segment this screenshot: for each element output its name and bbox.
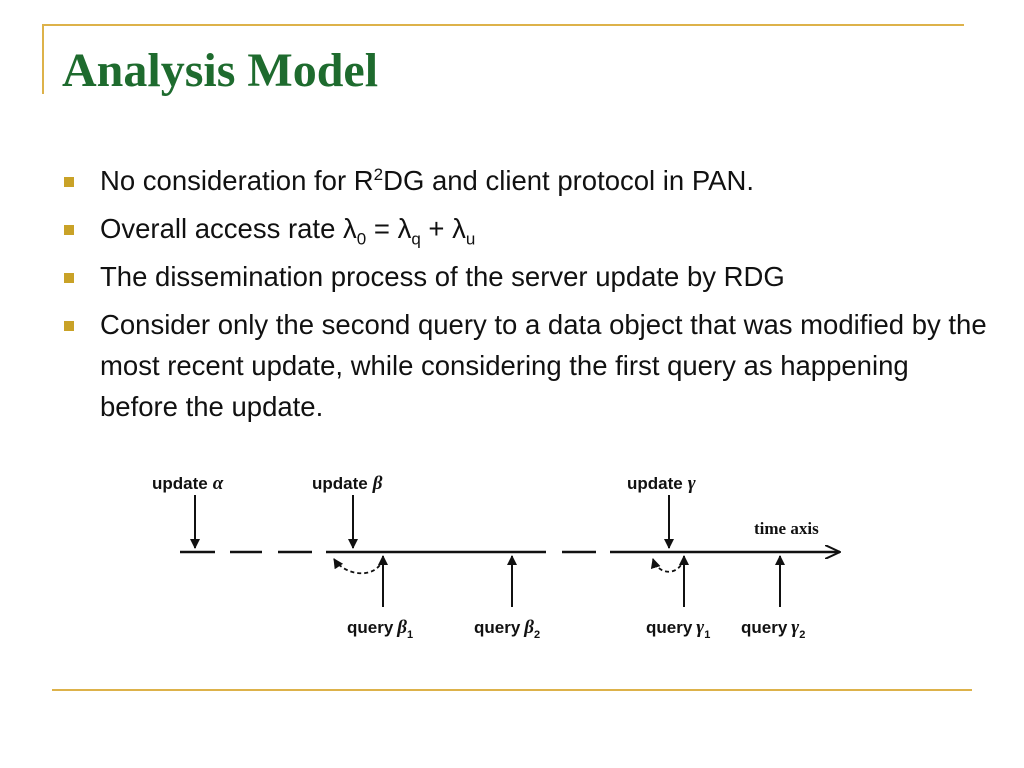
square-bullet-icon <box>64 225 74 235</box>
square-bullet-icon <box>64 273 74 283</box>
bullet-item: Consider only the second query to a data… <box>64 304 994 427</box>
slide-title: Analysis Model <box>62 44 379 97</box>
left-rule <box>42 24 44 94</box>
bottom-rule <box>52 689 972 691</box>
bullet-list: No consideration for R2DG and client pro… <box>64 160 994 434</box>
square-bullet-icon <box>64 177 74 187</box>
bullet-item: The dissemination process of the server … <box>64 256 994 297</box>
update-arrows <box>190 495 674 549</box>
time-axis-label: time axis <box>754 519 819 538</box>
bullet-item: No consideration for R2DG and client pro… <box>64 160 994 201</box>
square-bullet-icon <box>64 321 74 331</box>
bullet-item: Overall access rate λ0 = λq + λu <box>64 208 994 249</box>
dissemination-curves <box>333 558 685 575</box>
top-rule <box>42 24 964 26</box>
query-arrows <box>378 555 785 607</box>
